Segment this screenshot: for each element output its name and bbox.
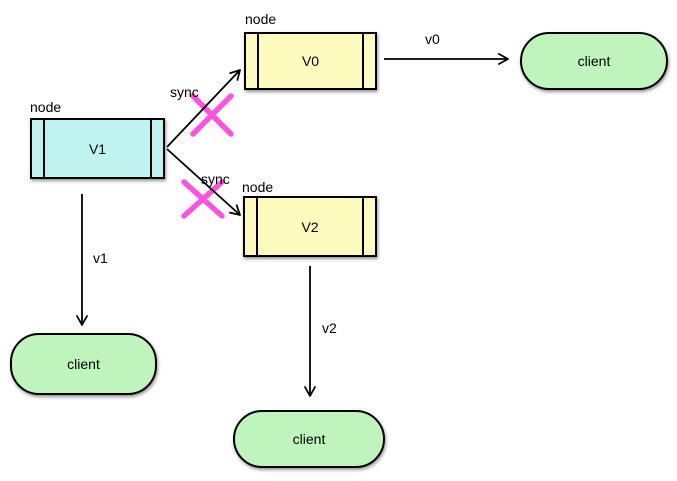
node-v2: V2 xyxy=(243,196,377,257)
node-v1-left-bar xyxy=(43,120,45,177)
sync-failure-cross-2 xyxy=(181,179,225,219)
node-v1-right-bar xyxy=(150,120,152,177)
node-v2-caption: node xyxy=(242,179,274,195)
node-v0-left-bar xyxy=(257,34,259,88)
client-top-right: client xyxy=(520,32,668,90)
sync-failure-cross-1 xyxy=(190,93,234,137)
node-v2-left-bar xyxy=(256,198,258,255)
edge-sync-v1-v0 xyxy=(166,69,241,148)
client-bottom-left-label: client xyxy=(67,356,100,372)
client-bottom-left: client xyxy=(10,333,157,395)
node-v0-right-bar xyxy=(362,34,364,88)
edge-sync-v1-v2 xyxy=(166,148,241,216)
client-top-right-label: client xyxy=(577,53,611,69)
edge-label-v2: v2 xyxy=(322,320,337,336)
edge-label-sync-v0: sync xyxy=(170,84,199,100)
node-v1-label: V1 xyxy=(88,140,107,157)
client-bottom-center: client xyxy=(233,410,385,468)
edge-label-v1: v1 xyxy=(93,250,108,266)
node-v1: V1 xyxy=(30,118,165,179)
node-v0-caption: node xyxy=(245,11,277,27)
edge-label-sync-v2: sync xyxy=(201,171,230,187)
node-v0: V0 xyxy=(244,32,377,90)
node-v0-label: V0 xyxy=(301,53,320,69)
node-v2-right-bar xyxy=(362,198,364,255)
client-bottom-center-label: client xyxy=(292,431,326,447)
node-v2-label: V2 xyxy=(301,218,319,235)
node-v1-caption: node xyxy=(30,99,62,115)
edge-label-v0: v0 xyxy=(425,31,440,47)
